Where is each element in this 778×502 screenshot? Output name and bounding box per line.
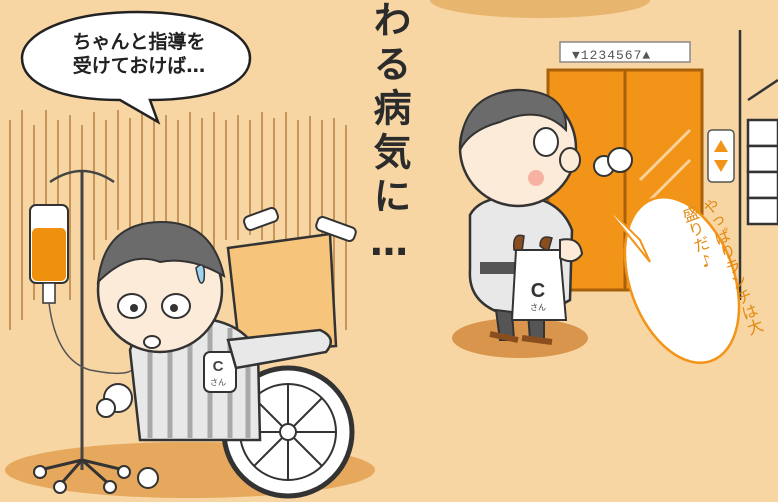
office-worker-figure bbox=[458, 88, 633, 345]
bubble-left-line2: 受けておけば… bbox=[72, 55, 206, 77]
iv-drip-icon bbox=[29, 169, 137, 494]
bag-label-letter: C bbox=[530, 280, 546, 302]
speech-bubble-right bbox=[623, 196, 741, 364]
elevator-buttons-icon bbox=[707, 129, 735, 183]
speech-bubble-left bbox=[20, 10, 252, 125]
speech-bubble-left-text: ちゃんと指導を 受けておけば… bbox=[34, 30, 244, 78]
patient-tag-letter: C bbox=[212, 358, 224, 375]
bag-label-sub: さん bbox=[530, 303, 546, 312]
patient-tag-sub: さん bbox=[210, 378, 226, 387]
vertical-caption: わる病気に… bbox=[367, 0, 411, 270]
elevator-floor-indicator: ▼1234567▲ bbox=[572, 48, 652, 63]
bubble-left-line1: ちゃんと指導を bbox=[72, 31, 206, 53]
patient-figure bbox=[96, 220, 333, 442]
